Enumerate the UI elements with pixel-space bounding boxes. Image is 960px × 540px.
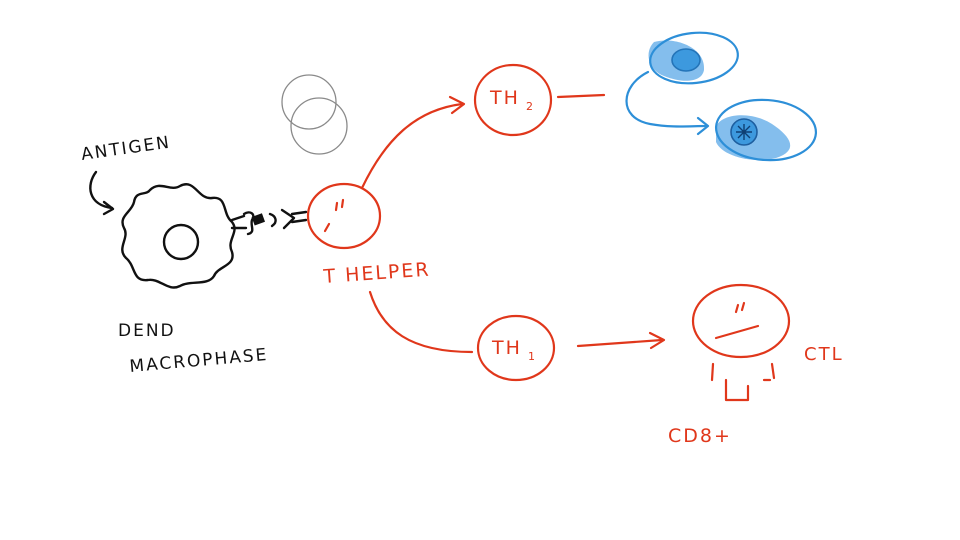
tcr-stalk	[290, 210, 308, 224]
th1-cell	[476, 314, 556, 382]
macrophage-label: MACROPHASE	[129, 345, 269, 377]
antigen-arrow-head	[102, 200, 115, 216]
plasma-cell-chromatin	[736, 124, 752, 140]
tcr-cup	[268, 212, 277, 228]
t-helper-cell	[306, 182, 382, 250]
doodle-circle-1	[281, 74, 337, 130]
th2-connector	[556, 93, 606, 99]
arrow-to-ctl	[576, 338, 664, 348]
th1-subscript: 1	[528, 350, 537, 363]
t-helper-label: T HELPER	[322, 259, 431, 288]
mhc-molecule	[242, 211, 255, 236]
arrow-to-ctl-head	[648, 331, 666, 350]
doodle-circle-2	[290, 97, 348, 155]
dendritic-cell-nucleus	[162, 223, 200, 261]
b-cell-arrow-head	[696, 116, 710, 136]
dend-label: DEND	[118, 321, 176, 341]
arrow-to-th2-head	[448, 95, 466, 115]
th2-subscript: 2	[526, 100, 535, 113]
th2-label: TH	[489, 87, 520, 109]
antigen-peptide	[251, 213, 266, 226]
ctl-label: CTL	[804, 344, 844, 365]
mhc-stalk	[230, 214, 248, 230]
b-cell	[649, 31, 739, 85]
th1-label: TH	[491, 337, 522, 359]
antigen-label: ANTIGEN	[80, 133, 172, 165]
cd8-label: CD8+	[668, 425, 732, 447]
ctl-nucleus	[714, 301, 760, 340]
antigen-arrow	[89, 170, 114, 210]
cd8-receptor	[710, 362, 776, 402]
arrow-to-th1	[368, 290, 474, 354]
dendritic-cell-membrane	[121, 183, 236, 289]
ctl-cell	[691, 283, 791, 359]
plasma-cell	[714, 98, 818, 162]
t-helper-nucleus	[323, 198, 345, 233]
arrow-to-th2	[360, 102, 464, 190]
b-cell-nucleus	[671, 48, 701, 72]
th2-cell	[473, 63, 553, 137]
b-cell-arrow	[625, 70, 708, 128]
tcr-receptor	[280, 208, 296, 230]
